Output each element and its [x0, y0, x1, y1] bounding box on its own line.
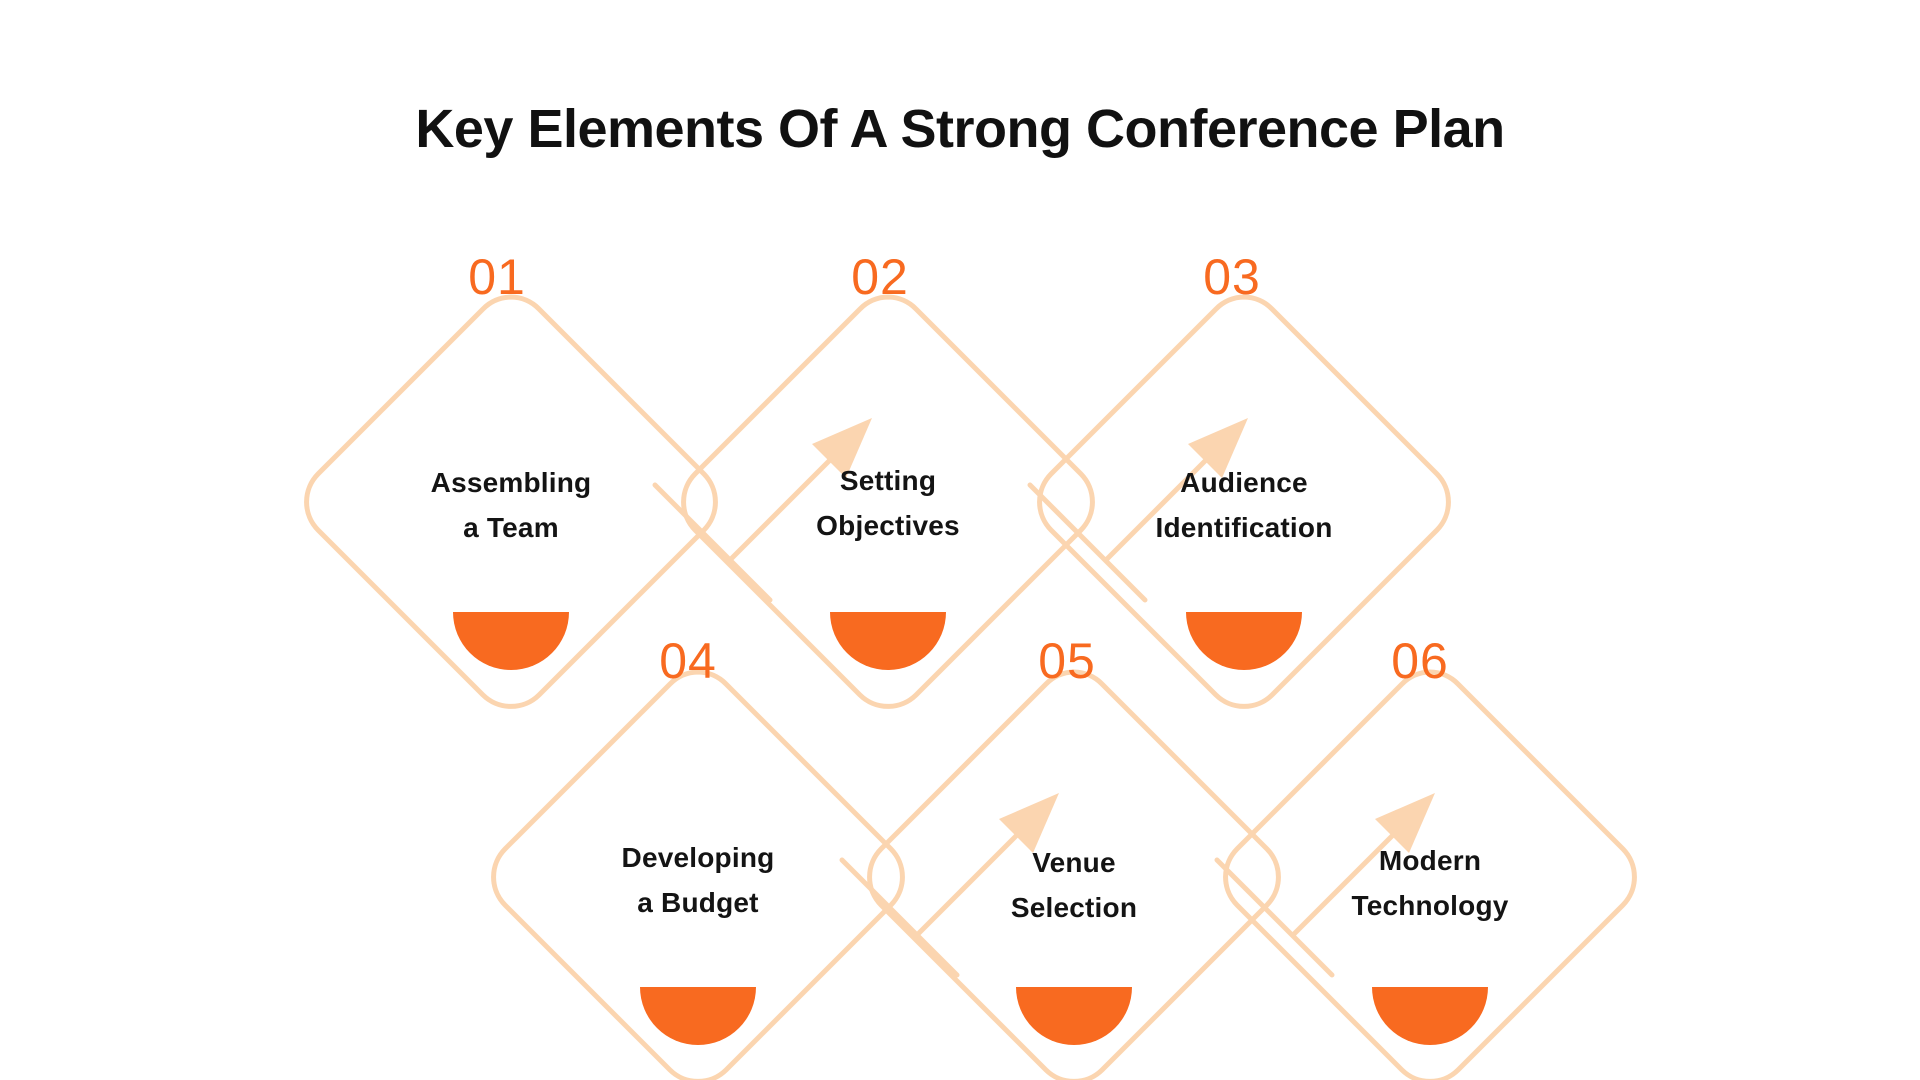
node-number-02: 02	[851, 249, 909, 305]
node-01[interactable]	[304, 294, 718, 709]
node-label-01-line1: Assembling	[430, 467, 592, 498]
node-number-04: 04	[659, 633, 717, 689]
node-label-05: Venue Selection	[1011, 840, 1137, 930]
node-label-02: Setting Objectives	[816, 458, 960, 548]
node-label-04-line1: Developing	[621, 842, 775, 873]
accent-bowl	[830, 612, 946, 670]
node-05[interactable]	[867, 669, 1281, 1080]
arrowhead-icon	[999, 793, 1059, 853]
diamond-outline	[681, 294, 1095, 709]
node-label-03-line1: Audience	[1180, 467, 1308, 498]
node-label-06-line2: Technology	[1351, 890, 1509, 921]
arrow-02-to-03	[1027, 418, 1248, 603]
diamond-outline	[1037, 294, 1451, 709]
accent-bowl	[1186, 612, 1302, 670]
diamond-outline	[1223, 669, 1637, 1080]
diamond-outline	[867, 669, 1281, 1080]
node-label-04-line2: a Budget	[637, 887, 759, 918]
arrowhead-icon	[1375, 793, 1435, 853]
arrow-05-to-06	[1214, 793, 1435, 978]
page-title: Key Elements Of A Strong Conference Plan	[415, 99, 1505, 159]
node-number-03: 03	[1203, 249, 1261, 305]
node-06[interactable]	[1223, 669, 1637, 1080]
diamond-outline	[491, 669, 905, 1080]
node-04[interactable]	[491, 669, 905, 1080]
accent-bowl	[1372, 987, 1488, 1045]
accent-bowl	[1016, 987, 1132, 1045]
arrowhead-icon	[1188, 418, 1248, 478]
node-label-01-line2: a Team	[463, 512, 559, 543]
node-03[interactable]	[1037, 294, 1451, 709]
node-label-05-line2: Selection	[1010, 892, 1138, 923]
accent-bowl	[453, 612, 569, 670]
node-label-02-line2: Objectives	[816, 510, 960, 541]
node-02[interactable]	[681, 294, 1095, 709]
node-label-03-line2: Identification	[1155, 512, 1333, 543]
arrow-04-to-05	[839, 793, 1059, 978]
node-label-03: Audience Identification	[1155, 460, 1332, 550]
node-label-06: Modern Technology	[1351, 838, 1508, 928]
arrowhead-icon	[812, 418, 872, 478]
arrow-01-to-02	[652, 418, 872, 603]
diamond-outline	[304, 294, 718, 709]
node-label-06-line1: Modern	[1378, 845, 1482, 876]
node-label-01: Assembling a Team	[431, 460, 592, 550]
node-label-04: Developing a Budget	[622, 835, 775, 925]
accent-bowl	[640, 987, 756, 1045]
node-number-06: 06	[1391, 633, 1449, 689]
node-number-01: 01	[468, 249, 526, 305]
node-label-05-line1: Venue	[1032, 847, 1116, 878]
node-label-02-line1: Setting	[839, 465, 937, 496]
node-number-05: 05	[1038, 633, 1096, 689]
